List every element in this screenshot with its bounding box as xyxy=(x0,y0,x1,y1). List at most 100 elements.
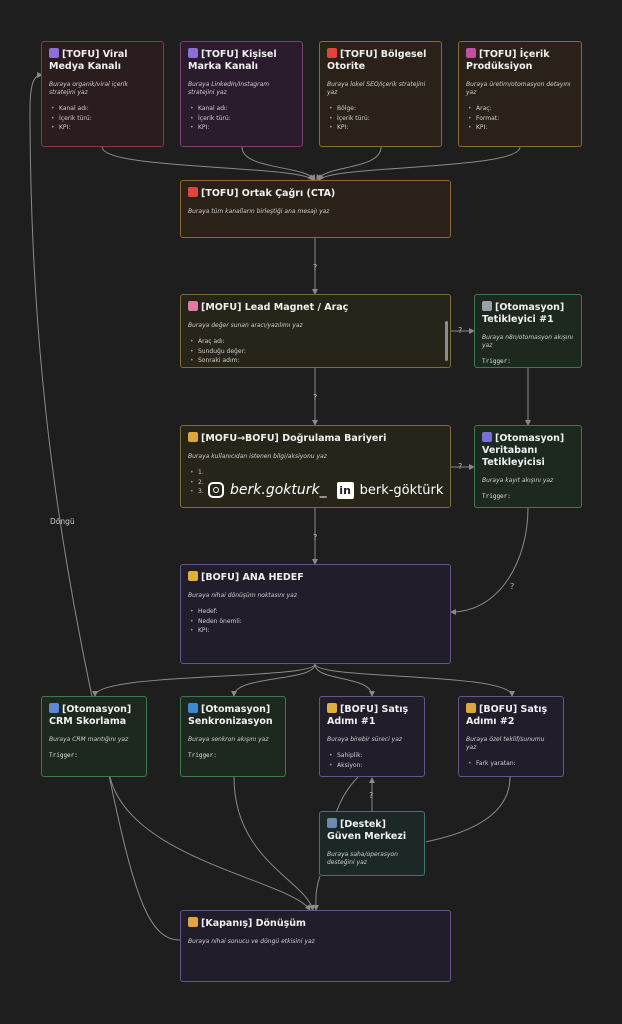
node-trigger: Trigger: xyxy=(188,752,217,759)
field-item: Sahiplik: xyxy=(327,751,417,761)
node-satis1[interactable]: [BOFU] Satış Adımı #1 Buraya birebir sür… xyxy=(319,696,425,777)
watermark: berk.gokturk_ in berk-göktürk xyxy=(208,480,443,500)
field-item: Aksiyon: xyxy=(327,761,417,771)
node-desc: Buraya nihai sonucu ve döngü etkisini ya… xyxy=(188,938,315,945)
node-title: [BOFU] Satış Adımı #2 xyxy=(466,703,548,727)
target-icon xyxy=(188,187,198,197)
node-desc: Buraya kullanıcıdan istenen bilgi/aksiyo… xyxy=(188,453,327,460)
gear-icon xyxy=(482,301,492,311)
node-dogrulama[interactable]: [MOFU→BOFU] Doğrulama Bariyeri Buraya ku… xyxy=(180,425,451,508)
sync-icon xyxy=(188,703,198,713)
node-title: [TOFU] Ortak Çağrı (CTA) xyxy=(188,187,443,200)
edge-icerik-cta xyxy=(318,146,521,181)
field-item: Fark yaratan: xyxy=(466,759,556,769)
edge-veritabani-hedef xyxy=(450,507,529,615)
node-trigger: Trigger: xyxy=(49,752,78,759)
node-desc: Buraya değer sunan aracı/yazılımı yaz xyxy=(188,322,303,329)
field-item: İçerik türü: xyxy=(49,114,156,124)
edge-hedef-satis2 xyxy=(314,663,515,697)
node-trigger: Trigger: xyxy=(482,493,511,500)
edge-loop xyxy=(29,72,181,941)
node-cta[interactable]: [TOFU] Ortak Çağrı (CTA) Buraya tüm kana… xyxy=(180,180,451,238)
node-title: [Otomasyon] Veritabanı Tetikleyicisi xyxy=(482,432,565,468)
label-lead-tetik1: ? xyxy=(458,326,462,335)
field-item: İçerik türü: xyxy=(188,114,295,124)
edge-bolgesel-cta xyxy=(316,146,382,181)
node-kapanis[interactable]: [Kapanış] Dönüşüm Buraya nihai sonucu ve… xyxy=(180,910,451,982)
person-icon xyxy=(188,48,198,58)
node-title: [TOFU] İçerik Prodüksiyon xyxy=(466,48,550,72)
node-desc: Buraya senkron akışını yaz xyxy=(188,736,269,743)
node-title: [Otomasyon] CRM Skorlama xyxy=(49,703,132,727)
node-fields: Bölge:İçerik türü:KPI: xyxy=(327,104,434,133)
node-fields: Araç:Format:KPI: xyxy=(466,104,574,133)
trophy-icon xyxy=(188,571,198,581)
node-scrollbar[interactable] xyxy=(445,321,448,361)
node-fields: 1.2.3. xyxy=(188,468,443,497)
node-desc: Buraya birebir süreci yaz xyxy=(327,736,403,743)
field-item: Bölge: xyxy=(327,104,434,114)
field-item: KPI: xyxy=(49,123,156,133)
field-item: KPI: xyxy=(466,123,574,133)
edge-viral-cta xyxy=(101,146,314,181)
node-icerik[interactable]: [TOFU] İçerik Prodüksiyon Buraya üretim/… xyxy=(458,41,582,147)
edge-kisisel-cta xyxy=(241,146,316,181)
node-fields: Sahiplik:Aksiyon: xyxy=(327,751,417,770)
field-item: 1. xyxy=(188,468,443,478)
node-title: [BOFU] Satış Adımı #1 xyxy=(327,703,409,727)
node-tetik1[interactable]: [Otomasyon] Tetikleyici #1 Buraya n8n/ot… xyxy=(474,294,582,368)
loop-label: Döngü xyxy=(50,517,75,526)
node-bolgesel[interactable]: [TOFU] Bölgesel Otorite Buraya lokel SEO… xyxy=(319,41,442,147)
node-viral[interactable]: [TOFU] Viral Medya Kanalı Buraya organik… xyxy=(41,41,164,147)
node-kisisel[interactable]: [TOFU] Kişisel Marka Kanalı Buraya Linke… xyxy=(180,41,303,147)
linkedin-icon: in xyxy=(336,481,354,499)
camera-icon xyxy=(466,48,476,58)
node-title: [Kapanış] Dönüşüm xyxy=(188,917,443,930)
node-title: [MOFU] Lead Magnet / Araç xyxy=(188,301,443,314)
node-fields: Araç adı:Sunduğu değer:Sonraki adım: xyxy=(188,337,443,366)
node-desc: Buraya kayıt akışını yaz xyxy=(482,477,554,484)
field-item: Sonraki adım: xyxy=(188,356,443,366)
node-fields: Kanal adı:İçerik türü:KPI: xyxy=(49,104,156,133)
edge-destek-kapanis xyxy=(312,875,321,911)
field-item: KPI: xyxy=(188,123,295,133)
database-icon xyxy=(482,432,492,442)
node-desc: Buraya organik/viral içerik stratejini y… xyxy=(49,81,128,96)
node-desc: Buraya nihai dönüşüm noktasını yaz xyxy=(188,592,298,599)
node-senkron[interactable]: [Otomasyon] Senkronizasyon Buraya senkro… xyxy=(180,696,286,777)
node-desc: Buraya üretim/otomasyon detayını yaz xyxy=(466,81,571,96)
field-item: Sunduğu değer: xyxy=(188,347,443,357)
node-fields: Kanal adı:İçerik türü:KPI: xyxy=(188,104,295,133)
edge-crm-kapanis xyxy=(109,776,311,911)
node-desc: Buraya özel teklif/sunumu yaz xyxy=(466,736,545,751)
node-satis2[interactable]: [BOFU] Satış Adımı #2 Buraya özel teklif… xyxy=(458,696,564,777)
field-item: KPI: xyxy=(188,626,443,636)
node-veritabani[interactable]: [Otomasyon] Veritabanı Tetikleyicisi Bur… xyxy=(474,425,582,508)
node-crm[interactable]: [Otomasyon] CRM Skorlama Buraya CRM mant… xyxy=(41,696,147,777)
label-cta-lead: ? xyxy=(313,263,317,272)
building-icon xyxy=(327,818,337,828)
lock-icon xyxy=(466,703,476,713)
field-item: İçerik türü: xyxy=(327,114,434,124)
field-item: Araç: xyxy=(466,104,574,114)
node-desc: Buraya lokel SEO/içerik stratejini yaz xyxy=(327,81,426,96)
node-fields: Hedef:Neden önemli:KPI: xyxy=(188,607,443,636)
node-desc: Buraya tüm kanalların birleştiği ana mes… xyxy=(188,208,330,215)
label-lead-dogrulama: ? xyxy=(313,393,317,402)
node-title: [Destek] Güven Merkezi xyxy=(327,818,407,842)
node-title: [BOFU] ANA HEDEF xyxy=(188,571,443,584)
watermark-instagram: berk.gokturk_ xyxy=(230,482,327,498)
node-title: [Otomasyon] Tetikleyici #1 xyxy=(482,301,565,325)
field-item: KPI: xyxy=(327,123,434,133)
lock-icon xyxy=(188,432,198,442)
node-desc: Buraya saha/operasyon desteğini yaz xyxy=(327,851,398,866)
node-destek[interactable]: [Destek] Güven Merkezi Buraya saha/opera… xyxy=(319,811,425,876)
node-desc: Buraya CRM mantığını yaz xyxy=(49,736,129,743)
brain-icon xyxy=(188,301,198,311)
node-lead[interactable]: [MOFU] Lead Magnet / Araç Buraya değer s… xyxy=(180,294,451,368)
field-item: Araç adı: xyxy=(188,337,443,347)
watermark-linkedin: berk-göktürk xyxy=(359,482,444,498)
node-title: [TOFU] Kişisel Marka Kanalı xyxy=(188,48,277,72)
node-hedef[interactable]: [BOFU] ANA HEDEF Buraya nihai dönüşüm no… xyxy=(180,564,451,664)
money-bag-icon xyxy=(188,917,198,927)
